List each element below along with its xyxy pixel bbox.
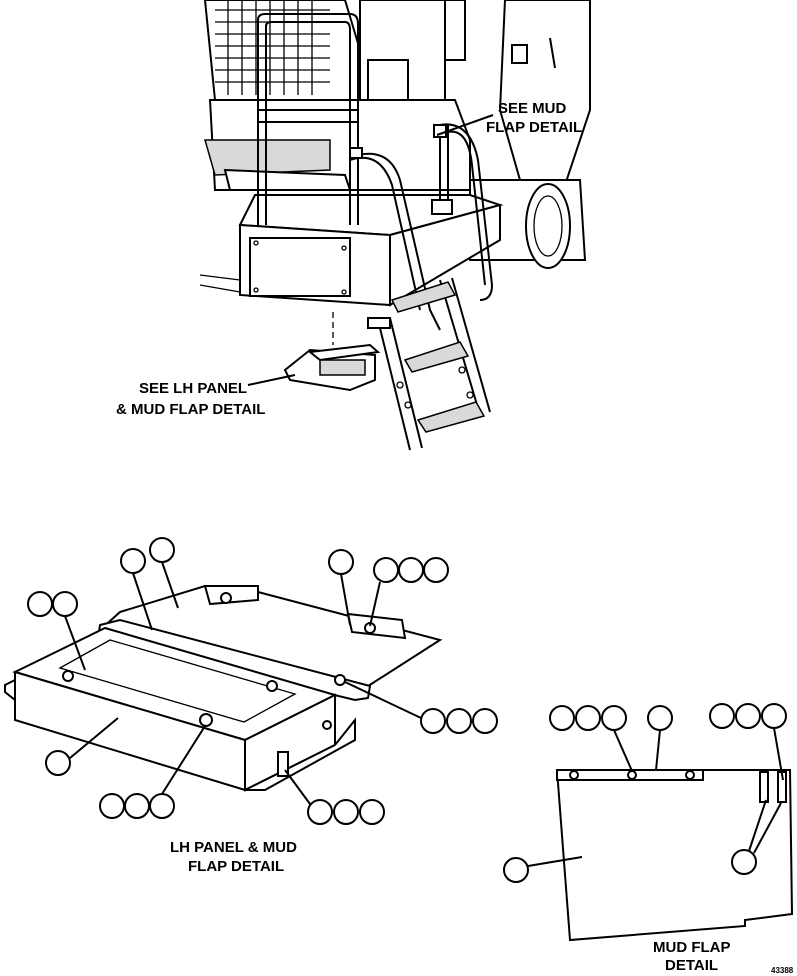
callout-bubble — [647, 705, 673, 731]
callout-bubble — [761, 703, 787, 729]
mud-callouts — [503, 703, 787, 883]
callout-bubble — [45, 750, 71, 776]
drawing-number: 43388 — [771, 966, 794, 975]
see-mud-label-2: FLAP DETAIL — [486, 119, 582, 136]
callout-bubble — [503, 857, 529, 883]
leader-see-mud — [436, 114, 494, 136]
see-mud-label-1: SEE MUD — [498, 100, 567, 117]
callout-bubble — [398, 557, 424, 583]
mud-detail-label-2: DETAIL — [665, 957, 718, 974]
leader-see-lh — [247, 374, 296, 386]
callout-bubble — [27, 591, 53, 617]
see-lh-label-2: & MUD FLAP DETAIL — [116, 401, 265, 418]
lh-detail-label-1: LH PANEL & MUD — [170, 839, 297, 856]
mud-flap — [555, 769, 794, 942]
lh-callouts — [27, 537, 498, 825]
mud-detail-label-1: MUD FLAP — [653, 939, 731, 956]
callout-bubble — [149, 793, 175, 819]
callout-bubble — [575, 705, 601, 731]
fuel-tank — [469, 0, 591, 269]
callout-bubble — [601, 705, 627, 731]
callout-bubble — [328, 549, 354, 575]
callout-bubble — [149, 537, 175, 563]
callout-bubble — [124, 793, 150, 819]
callout-bubble — [731, 849, 757, 875]
machine-view: SEE MUD FLAP DETAIL SEE LH PANEL & MUD F… — [116, 0, 591, 451]
callout-bubble — [709, 703, 735, 729]
lh-panel-small — [283, 312, 381, 392]
callout-bubble — [549, 705, 575, 731]
fender-shadow — [204, 139, 331, 176]
callout-bubble — [52, 591, 78, 617]
callout-bubble — [120, 548, 146, 574]
see-lh-label-1: SEE LH PANEL — [139, 380, 247, 397]
callout-bubble — [359, 799, 385, 825]
callout-bubble — [735, 703, 761, 729]
callout-bubble — [333, 799, 359, 825]
callout-bubble — [472, 708, 498, 734]
mud-flap-detail: MUD FLAP DETAIL — [503, 703, 794, 974]
callout-bubble — [373, 557, 399, 583]
callout-bubble — [420, 708, 446, 734]
lh-panel-detail: LH PANEL & MUD FLAP DETAIL — [4, 537, 498, 875]
bracket-right — [346, 612, 407, 640]
lh-detail-label-2: FLAP DETAIL — [188, 858, 284, 875]
callout-bubble — [307, 799, 333, 825]
ladder — [367, 277, 491, 451]
callout-bubble — [99, 793, 125, 819]
callout-bubble — [423, 557, 449, 583]
callout-bubble — [446, 708, 472, 734]
bracket-left — [203, 585, 259, 606]
